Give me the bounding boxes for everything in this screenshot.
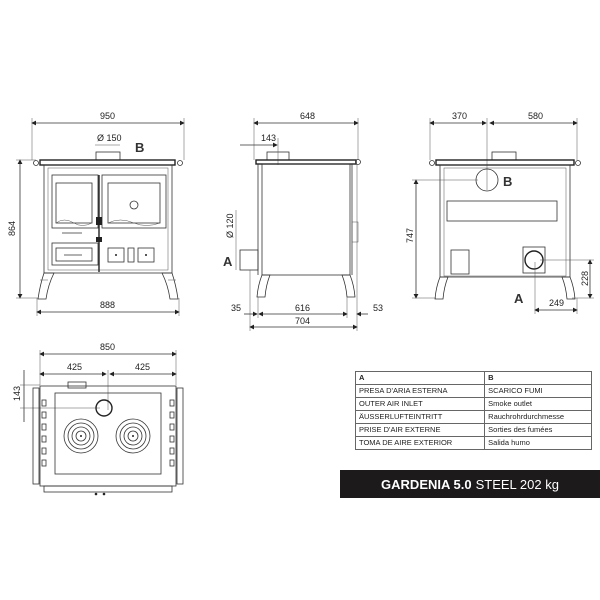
rear-inlet-label: A bbox=[514, 291, 524, 306]
table-header-a: A bbox=[354, 371, 486, 385]
table-row: PRISE D'AIR EXTERNE Sorties des fumées bbox=[354, 423, 592, 437]
rear-inlet-right-dim: 249 bbox=[549, 298, 564, 308]
rear-view: 370 580 B 747 228 249 A bbox=[405, 111, 594, 314]
side-depth-dim: 648 bbox=[300, 111, 315, 121]
side-inlet-diameter: Ø 120 bbox=[225, 213, 235, 238]
top-width-dim: 850 bbox=[100, 342, 115, 352]
table-cell: ÄUSSERLUFTEINTRITT bbox=[354, 410, 486, 424]
front-width-dim: 950 bbox=[100, 111, 115, 121]
front-height-dim: 864 bbox=[7, 221, 17, 236]
table-cell: Salida humo bbox=[484, 436, 592, 450]
side-front-overhang-dim: 53 bbox=[373, 303, 383, 313]
rear-flue-height-dim: 747 bbox=[405, 228, 415, 243]
table-cell: PRESA D'ARIA ESTERNA bbox=[354, 384, 486, 398]
top-half-left-dim: 425 bbox=[67, 362, 82, 372]
legend-table: A B PRESA D'ARIA ESTERNA SCARICO FUMI OU… bbox=[354, 371, 592, 450]
table-header-row: A B bbox=[354, 371, 592, 385]
side-leg-span-dim: 616 bbox=[295, 303, 310, 313]
table-cell: Rauchrohrdurchmesse bbox=[484, 410, 592, 424]
model-name: GARDENIA 5.0 bbox=[381, 476, 472, 492]
top-flue-depth-dim: 143 bbox=[12, 386, 22, 401]
front-view: 950 Ø 150 B bbox=[7, 111, 185, 316]
top-half-right-dim: 425 bbox=[135, 362, 150, 372]
table-row: TOMA DE AIRE EXTERIOR Salida humo bbox=[354, 436, 592, 450]
table-cell: PRISE D'AIR EXTERNE bbox=[354, 423, 486, 437]
model-spec: STEEL 202 kg bbox=[475, 476, 559, 492]
table-row: OUTER AIR INLET Smoke outlet bbox=[354, 397, 592, 411]
side-inlet-label: A bbox=[223, 254, 233, 269]
rear-flue-label: B bbox=[503, 174, 512, 189]
table-cell: TOMA DE AIRE EXTERIOR bbox=[354, 436, 486, 450]
table-row: ÄUSSERLUFTEINTRITT Rauchrohrdurchmesse bbox=[354, 410, 592, 424]
rear-flue-left-dim: 370 bbox=[452, 111, 467, 121]
front-flue-label: B bbox=[135, 140, 144, 155]
table-cell: Sorties des fumées bbox=[484, 423, 592, 437]
rear-flue-right-dim: 580 bbox=[528, 111, 543, 121]
table-header-b: B bbox=[484, 371, 592, 385]
top-view: 850 425 425 143 bbox=[12, 342, 184, 496]
rear-inlet-height-dim: 228 bbox=[580, 271, 590, 286]
model-banner: GARDENIA 5.0 STEEL 202 kg bbox=[340, 470, 600, 498]
side-rear-overhang-dim: 35 bbox=[231, 303, 241, 313]
front-base-dim: 888 bbox=[100, 300, 115, 310]
front-flue-diameter: Ø 150 bbox=[97, 133, 122, 143]
table-row: PRESA D'ARIA ESTERNA SCARICO FUMI bbox=[354, 384, 592, 398]
table-cell: OUTER AIR INLET bbox=[354, 397, 486, 411]
side-flue-offset-dim: 143 bbox=[261, 133, 276, 143]
side-total-depth-dim: 704 bbox=[295, 316, 310, 326]
side-view: 648 143 Ø 120 A 35 616 53 704 bbox=[223, 111, 383, 331]
table-cell: Smoke outlet bbox=[484, 397, 592, 411]
table-cell: SCARICO FUMI bbox=[484, 384, 592, 398]
